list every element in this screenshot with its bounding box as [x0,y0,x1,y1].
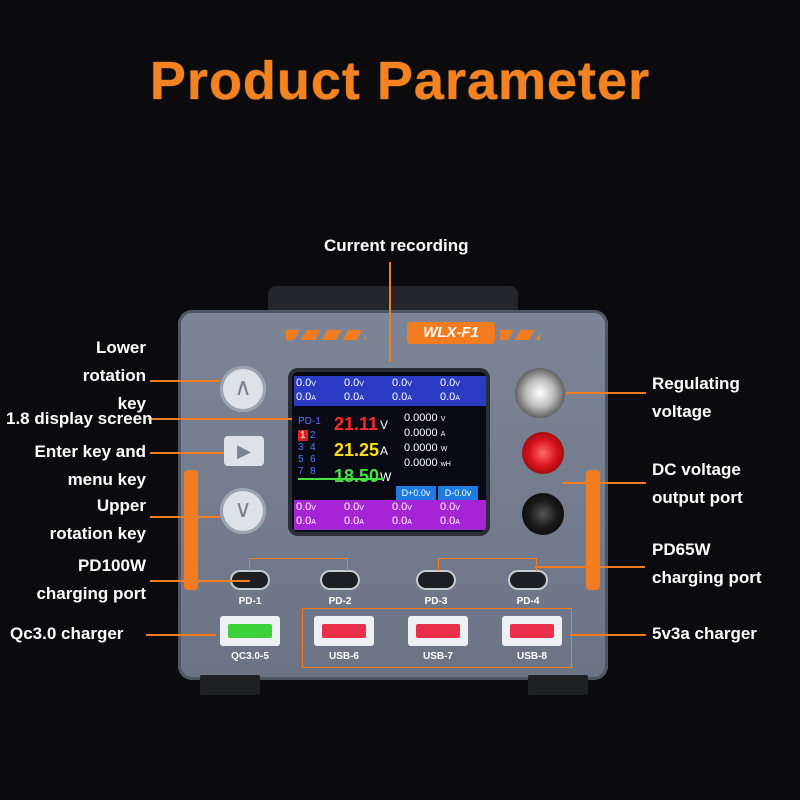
upper-rotation-key[interactable]: ∨ [220,488,266,534]
leader-regulating [566,392,646,394]
lower-rotation-key[interactable]: ∧ [220,366,266,412]
channel-number: 4 [310,442,316,453]
usb-port-label: USB-6 [328,651,359,662]
usb-c-port-1[interactable] [232,572,268,588]
usb-c-port-3[interactable] [418,572,454,588]
leader-display [148,418,292,420]
voltage-readout: 21.11 [334,414,379,434]
leader-current-recording [389,262,391,362]
channel-number: 2 [310,430,316,441]
dplus-readout: D+0.0v [396,486,436,500]
leader-usb [570,634,646,636]
pd-port-label: PD-4 [516,596,540,607]
usb-a-port[interactable] [314,616,374,646]
brand-badge: WLX-F1 [407,322,495,344]
usb-a-port[interactable] [502,616,562,646]
power-readout: 18.50 [334,466,380,486]
usb-port-label: QC3.0-5 [231,651,269,662]
channel-number: 1 [298,430,308,441]
channel-number: 8 [310,466,316,477]
label-display-screen: 1.8 display screen [6,409,153,428]
dminus-readout: D-0.0v [438,486,478,500]
device-foot-right [528,675,588,695]
page-title: Product Parameter [149,51,651,111]
measurement-row: 0.0000 A [404,427,446,439]
leader-enter [150,452,224,454]
channel-number: 6 [310,454,316,465]
leader-upper-key [150,516,220,518]
channel-label: PD-1 [298,416,321,427]
side-accent-right [586,470,600,590]
usb-port-label: USB-7 [422,651,453,662]
usb-port-label: USB-8 [516,651,547,662]
side-accent-left [184,470,198,590]
pd100w-bracket [249,558,348,571]
dc-output-positive-terminal [522,432,564,474]
display-screen: 21.11 V 21.25 A 18.50 W PD-1 D+0.0v D-0.… [292,372,486,532]
measurement-row: 0.0000 V [404,412,446,424]
pd-port-label: PD-3 [424,596,448,607]
pd-port-label: PD-1 [238,596,262,607]
voltage-unit: V [380,418,389,432]
regulating-knob[interactable] [515,368,565,418]
leader-pd100w [150,580,250,582]
usb-c-port-4[interactable] [510,572,546,588]
usb-charger-box [302,608,572,668]
pd65w-bracket [438,558,537,571]
channel-number: 3 [298,442,304,453]
pd-port-label: PD-2 [328,596,352,607]
leader-lower-key [150,380,220,382]
label-current-recording: Current recording [324,236,469,255]
leader-qc [146,634,216,636]
label-qc-charger: Qc3.0 charger [10,624,124,643]
current-unit: A [380,444,389,458]
enter-menu-key[interactable]: ▶ [224,436,264,466]
channel-number: 5 [298,454,304,465]
power-unit: W [380,470,392,484]
dc-output-negative-terminal [522,493,564,535]
leader-dc-output [562,482,646,484]
device-foot-left [200,675,260,695]
decor-stripe-right [500,330,540,340]
usb-c-port-2[interactable] [322,572,358,588]
leader-pd65w [535,566,645,568]
channel-number: 7 [298,466,304,477]
usb-a-port[interactable] [408,616,468,646]
label-usb-charger: 5v3a charger [652,624,757,643]
usb-a-port[interactable] [220,616,280,646]
decor-stripe-left [286,330,366,340]
current-readout: 21.25 [334,440,380,460]
measurement-row: 0.0000 W [404,442,448,454]
measurement-row: 0.0000 wH [404,457,451,469]
